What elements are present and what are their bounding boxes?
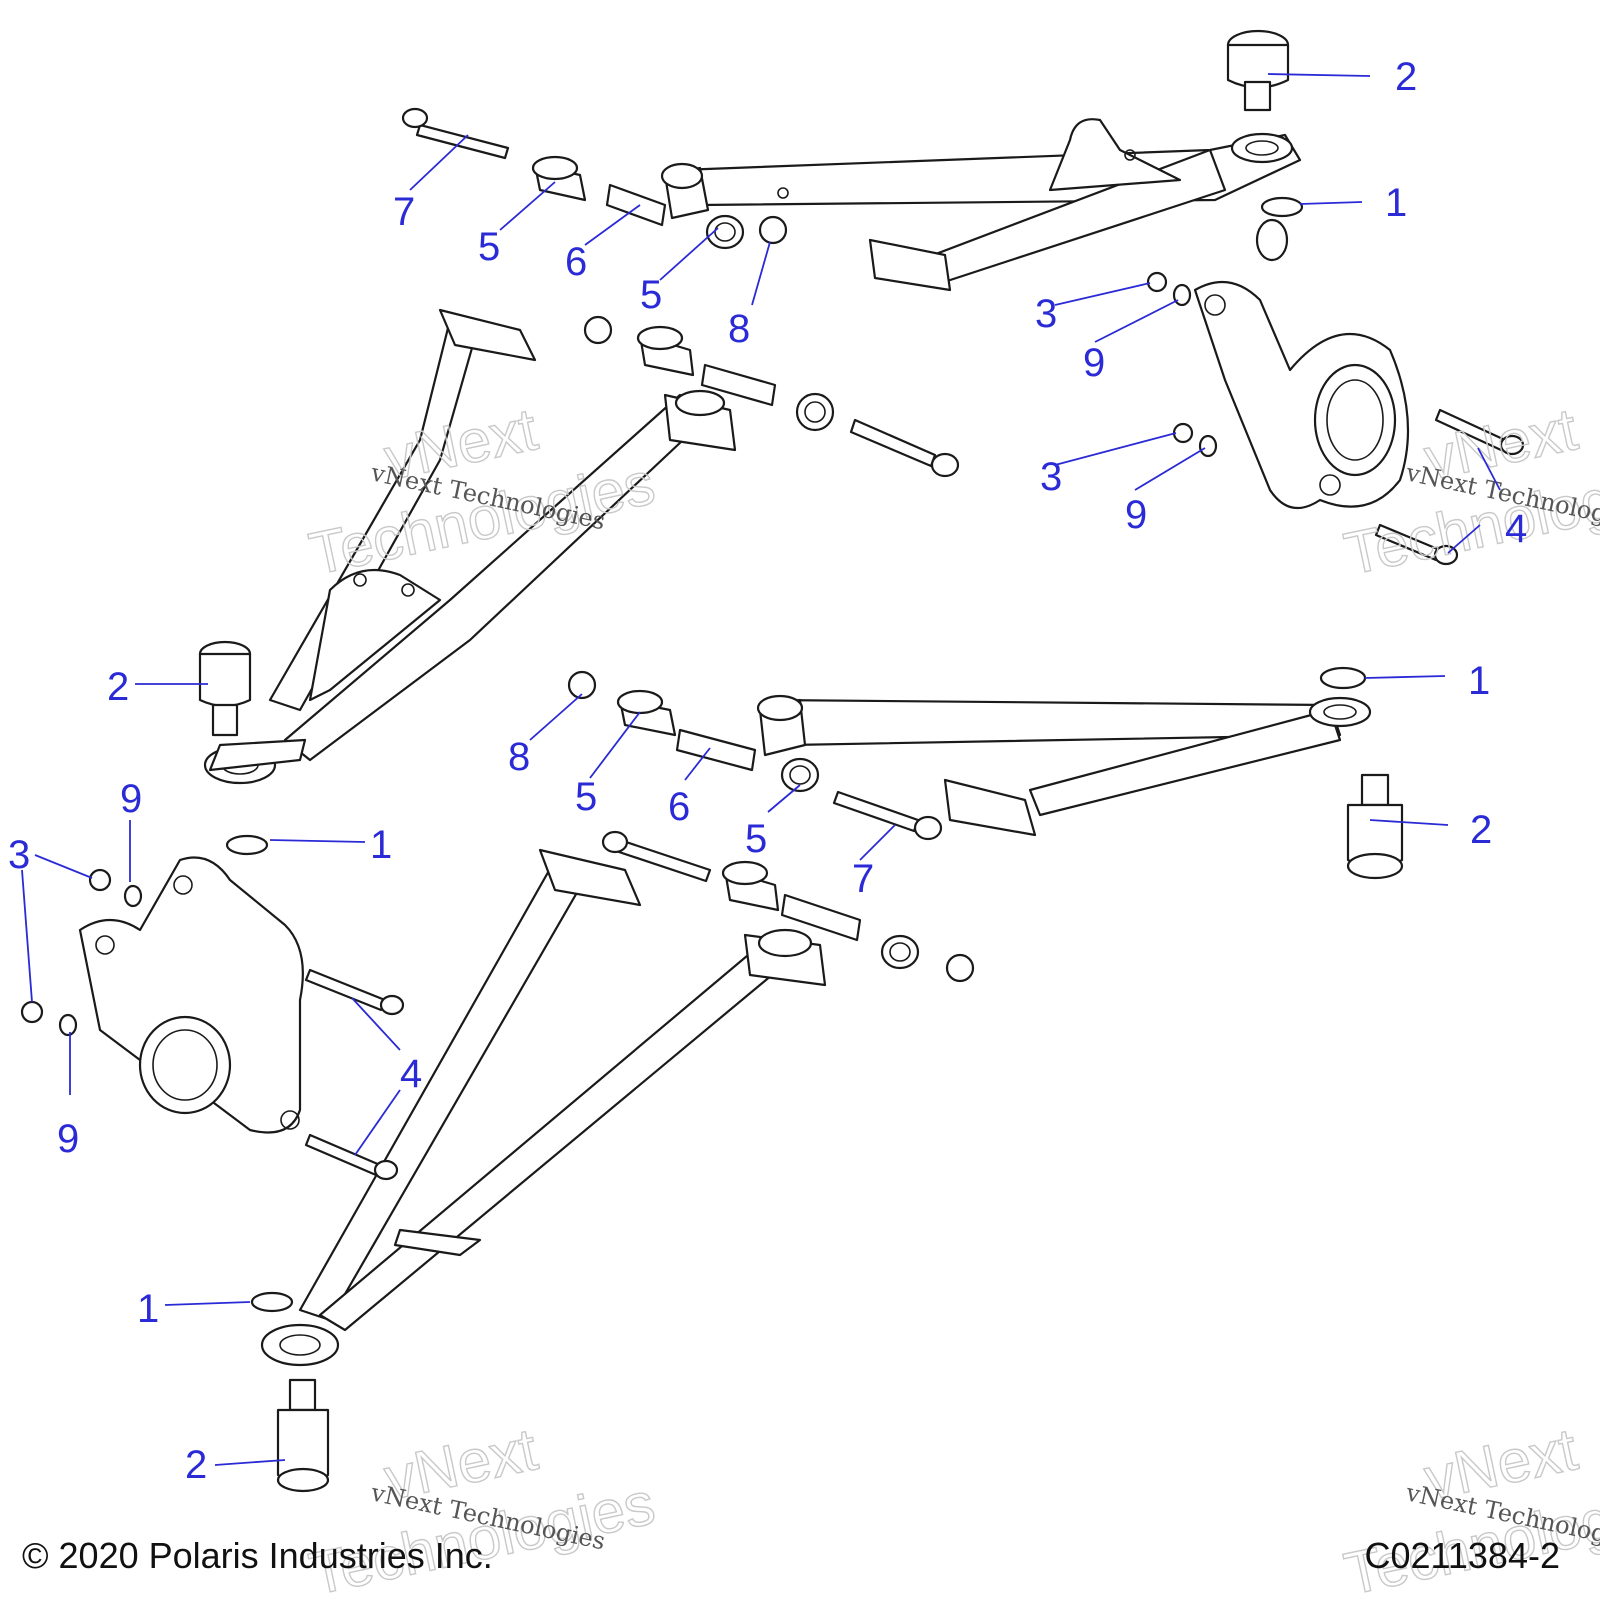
callout-nut: 3 xyxy=(8,833,30,877)
callout-ball-joint: 2 xyxy=(107,665,129,709)
watermark-upper-left: vNext Technologies vNext Technologies xyxy=(303,395,661,589)
figure-id: C0211384-2 xyxy=(1364,1535,1561,1576)
callout-bolt-knuckle: 4 xyxy=(400,1052,422,1096)
callout-retaining-ring: 1 xyxy=(1468,659,1490,703)
lower-a-arm-left xyxy=(260,848,827,1367)
callout-ball-joint: 2 xyxy=(1470,808,1492,852)
steering-knuckle-left xyxy=(78,856,304,1134)
bushings-and-sleeves xyxy=(531,155,920,970)
callout-retaining-ring: 1 xyxy=(137,1287,159,1331)
callout-bushing: 5 xyxy=(575,775,597,819)
callout-bushing: 5 xyxy=(640,273,662,317)
callout-pivot-bolt: 7 xyxy=(393,190,415,234)
ball-joint-right-lower xyxy=(1346,773,1404,880)
callout-bolt-knuckle: 4 xyxy=(1505,507,1527,551)
leader-lines xyxy=(21,73,1501,1466)
ball-joint-left-lower xyxy=(276,1378,330,1493)
callout-pivot-bolt: 7 xyxy=(852,857,874,901)
callout-sleeve: 6 xyxy=(565,240,587,284)
nuts-and-washers xyxy=(20,215,1218,1037)
callout-flange-nut: 8 xyxy=(508,735,530,779)
callout-retaining-ring: 1 xyxy=(370,823,392,867)
callout-labels: 2 1 3 9 3 9 4 7 5 6 5 8 2 1 8 5 6 5 7 2 … xyxy=(8,55,1527,1487)
copyright-text: © 2020 Polaris Industries Inc. xyxy=(22,1535,493,1576)
callout-washer: 9 xyxy=(57,1117,79,1161)
callout-nut: 3 xyxy=(1040,455,1062,499)
upper-a-arm-front xyxy=(203,308,737,785)
callout-ball-joint: 2 xyxy=(1395,55,1417,99)
callout-bushing: 5 xyxy=(478,225,500,269)
ball-joint-left-upper xyxy=(198,640,252,737)
callout-washer: 9 xyxy=(120,777,142,821)
callout-retaining-ring: 1 xyxy=(1385,181,1407,225)
callout-ball-joint: 2 xyxy=(185,1443,207,1487)
callout-nut: 3 xyxy=(1035,292,1057,336)
ball-joint-top-right xyxy=(1226,29,1290,112)
callout-washer: 9 xyxy=(1083,341,1105,385)
lower-a-arm-right xyxy=(756,694,1372,837)
callout-bushing: 5 xyxy=(745,817,767,861)
callout-sleeve: 6 xyxy=(668,785,690,829)
steering-knuckle-right xyxy=(1193,218,1410,510)
callout-flange-nut: 8 xyxy=(728,307,750,351)
upper-a-arm-rear xyxy=(660,118,1302,292)
pivot-bolts xyxy=(304,107,1525,1181)
callout-washer: 9 xyxy=(1125,493,1147,537)
